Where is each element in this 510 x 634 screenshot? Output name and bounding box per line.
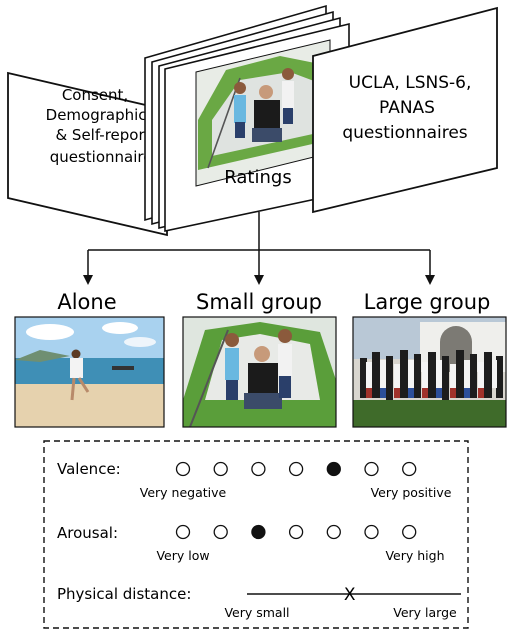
arousal-point-4 [288, 524, 304, 540]
physical-distance-marker: X [344, 585, 356, 605]
valence-high-anchor: Very positive [371, 485, 452, 500]
arousal-point-6 [364, 524, 379, 540]
arousal-label: Arousal: [57, 524, 118, 542]
valence-point-7 [402, 461, 417, 477]
rating-scale-panel: Valence: Very negative Very positive Aro… [43, 440, 469, 629]
condition-small-group-heading: Small group [196, 290, 322, 314]
arousal-low-anchor: Very low [156, 548, 209, 563]
photo-large-group [352, 316, 507, 428]
valence-label: Valence: [57, 460, 121, 478]
valence-low-anchor: Very negative [140, 485, 227, 500]
consent-card-line-4: questionnaires [50, 148, 161, 166]
valence-point-5-selected [326, 461, 341, 477]
questionnaires-card-line-1: UCLA, LSNS-6, [349, 73, 472, 93]
consent-card-line-2: Demographics [46, 106, 155, 124]
arousal-point-5 [326, 524, 341, 540]
physical-distance-label: Physical distance: [57, 585, 191, 603]
questionnaires-card-line-2: PANAS [379, 98, 435, 118]
ratings-card-stack: Ratings [144, 4, 350, 232]
consent-card-line-1: Consent, [62, 86, 128, 104]
ratings-card-photo [195, 39, 331, 187]
physical-distance-low-anchor: Very small [224, 605, 289, 620]
valence-scale [175, 461, 417, 477]
photo-small-group [182, 316, 337, 428]
condition-alone-heading: Alone [57, 290, 116, 314]
physical-distance-high-anchor: Very large [393, 605, 457, 620]
consent-card: Consent, Demographics & Self-report ques… [7, 71, 168, 237]
valence-point-1 [175, 461, 191, 477]
questionnaires-card-line-3: questionnaires [342, 123, 467, 143]
valence-point-3 [251, 461, 266, 477]
arrowheads [83, 275, 435, 285]
condition-large-group-heading: Large group [364, 290, 491, 314]
arousal-high-anchor: Very high [385, 548, 444, 563]
consent-card-line-3: & Self-report [55, 126, 150, 144]
valence-point-4 [288, 461, 304, 477]
photo-alone [14, 316, 165, 428]
arousal-point-3-selected [251, 524, 266, 540]
arousal-point-2 [213, 524, 228, 540]
branching-arrows [87, 212, 431, 278]
arousal-point-1 [175, 524, 191, 540]
questionnaires-card: UCLA, LSNS-6, PANAS questionnaires [312, 6, 498, 214]
ratings-card-label: Ratings [224, 167, 291, 188]
valence-point-6 [364, 461, 379, 477]
arousal-scale [175, 524, 417, 540]
valence-point-2 [213, 461, 228, 477]
arousal-point-7 [402, 524, 417, 540]
